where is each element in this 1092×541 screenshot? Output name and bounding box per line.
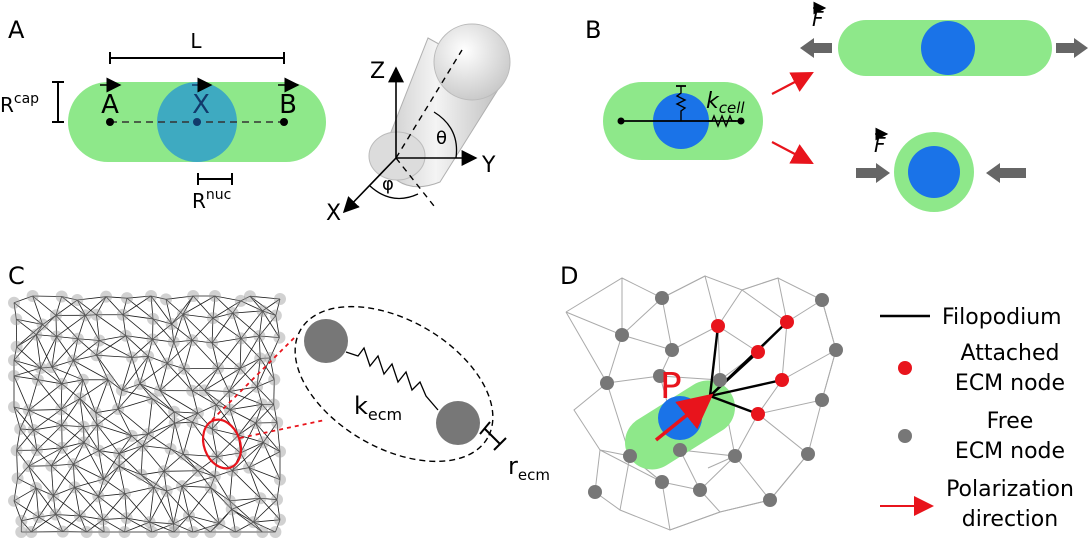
- zoom-highlight: [201, 418, 243, 470]
- axis-z-label: Z: [370, 59, 385, 84]
- ecm-node-2: [436, 401, 480, 445]
- panel-a-label: A: [8, 16, 25, 44]
- legend-filopodium: Filopodium: [942, 305, 1062, 330]
- force-arrow-right-out: [1056, 38, 1088, 58]
- zoom-line-bottom: [239, 419, 326, 439]
- theta-label: θ: [436, 128, 447, 149]
- panel-d: D: [560, 262, 1074, 532]
- force-label-top: F: [812, 7, 824, 31]
- polarization-arrow: [654, 393, 714, 442]
- spring-horizontal: [708, 114, 736, 128]
- theta-arc: [433, 111, 458, 159]
- panel-d-label: D: [560, 262, 578, 290]
- panel-b-label: B: [585, 16, 601, 44]
- cylinder-3d: [368, 23, 511, 188]
- transition-arrow-elongated: [771, 71, 814, 95]
- k-ecm-label: kecm: [354, 392, 402, 424]
- legend-attached-line2: ECM node: [955, 371, 1065, 396]
- filopodia: [708, 321, 788, 416]
- ecm-node-1: [304, 319, 348, 363]
- legend-free-swatch: [898, 429, 912, 443]
- axis-x-label: X: [326, 201, 341, 226]
- attached-nodes: [711, 315, 794, 421]
- cylinder-cap: [433, 23, 511, 101]
- panel-c-label: C: [8, 262, 25, 290]
- r-cap-label: Rcap: [0, 91, 39, 117]
- transition-arrow-round: [771, 141, 814, 165]
- phi-label: φ: [382, 174, 394, 195]
- zoom-ellipse: [294, 305, 494, 463]
- axis-x: [342, 157, 397, 214]
- force-arrow-left-in: [856, 163, 890, 183]
- point-x-label: X: [192, 90, 210, 120]
- polarization-letter: P: [660, 366, 682, 407]
- legend-attached-line1: Attached: [961, 341, 1060, 366]
- legend-free-line1: Free: [987, 409, 1034, 434]
- point-b-dot: [280, 118, 288, 126]
- point-x-dot: [193, 118, 201, 126]
- point-a-dot: [106, 118, 114, 126]
- free-nodes: [588, 291, 843, 507]
- force-label-bottom: F: [874, 133, 886, 157]
- r-ecm-bar: [483, 427, 501, 445]
- ecm-spring: [345, 346, 439, 411]
- panel-c: C kecm recm: [8, 262, 550, 538]
- zoom-line-top: [211, 335, 297, 421]
- panel-a: A L Rcap A X B Rnuc: [0, 16, 511, 226]
- legend-polarization-line2: direction: [962, 507, 1058, 532]
- legend: Filopodium Attached ECM node Free ECM no…: [880, 305, 1074, 532]
- legend-free-line2: ECM node: [955, 439, 1065, 464]
- r-nuc-label: Rnuc: [192, 187, 231, 213]
- r-ecm-label: recm: [508, 452, 550, 484]
- ecm-network: [8, 290, 286, 538]
- force-arrow-right-in: [986, 163, 1026, 183]
- point-a-label: A: [101, 90, 119, 120]
- panel-b: B kcell F F: [585, 1, 1088, 212]
- axis-y-label: Y: [481, 153, 496, 178]
- k-cell-label: kcell: [706, 89, 745, 117]
- force-arrow-left-out: [800, 38, 832, 58]
- legend-polarization-line1: Polarization: [946, 477, 1074, 502]
- point-b-label: B: [279, 90, 297, 120]
- length-label: L: [190, 29, 202, 53]
- nucleus-elongated: [921, 21, 975, 75]
- phi-arc: [369, 185, 419, 200]
- nucleus-round: [908, 146, 960, 198]
- legend-attached-swatch: [898, 361, 912, 375]
- spring-vertical: [675, 86, 687, 121]
